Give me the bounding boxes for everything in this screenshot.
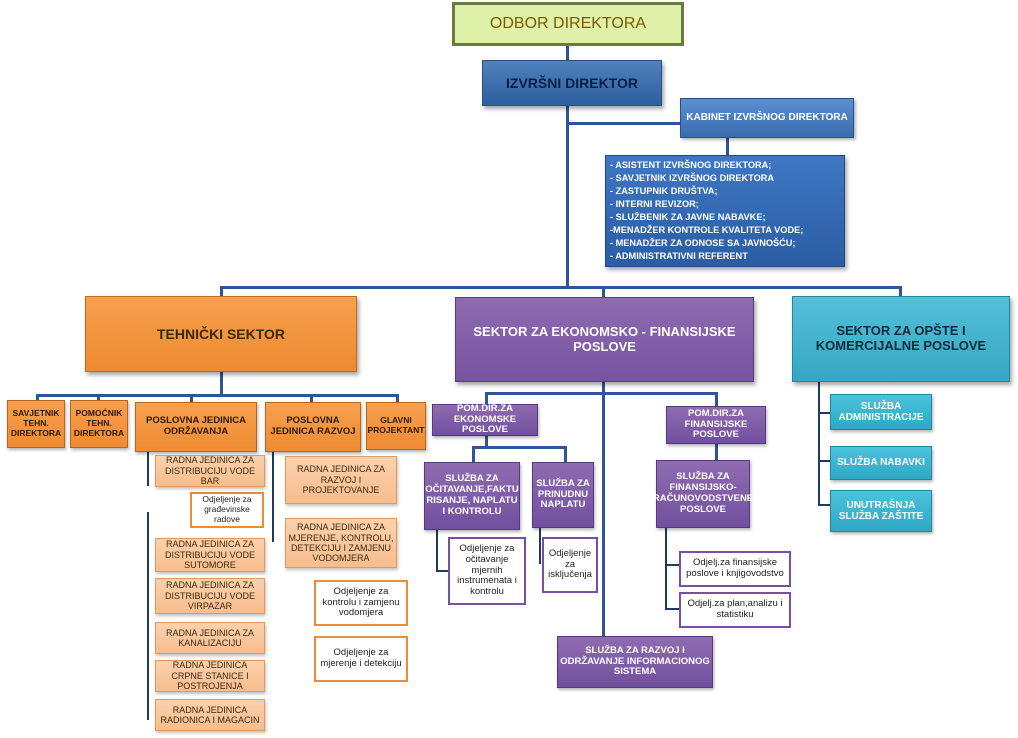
reading-dept-box: Odjeljenje za očitavanje mjernih instrum… — [448, 537, 526, 605]
maint-work-unit: RADNA JEDINICA ZA DISTRIBUCIJU VODE BAR — [155, 455, 265, 487]
maint-work-unit: RADNA JEDINICA CRPNE STANICE I POSTROJEN… — [155, 660, 265, 692]
disconnection-dept-box: Odjeljenje za isključenja — [542, 537, 598, 593]
accounting-dept-box: Odjelj.za finansijske poslove i knjigovo… — [679, 551, 791, 587]
connector — [602, 382, 605, 636]
cabinet-list-item: -MENADŽER KONTROLE KVALITETA VODE; — [610, 225, 804, 235]
connector — [36, 394, 398, 397]
connector — [436, 570, 448, 572]
accounting-service-box: SLUŽBA ZA FINANSIJSKO-RAČUNOVODSTVENE PO… — [653, 460, 753, 528]
connector — [715, 392, 718, 406]
connector — [472, 446, 475, 462]
cabinet-box: KABINET IZVRŠNOG DIREKTORA — [680, 98, 854, 138]
connector — [220, 372, 223, 394]
reading-service-box: SLUŽBA ZA OČITAVANJE,FAKTU RISANJE, NAPL… — [424, 462, 520, 530]
connector — [566, 106, 569, 288]
connector — [726, 138, 729, 155]
tech-assistant-box: POMOĆNIK TEHN. DIREKTORA — [70, 400, 128, 448]
connector — [97, 394, 100, 402]
connector — [899, 286, 902, 296]
cabinet-list-item: - INTERNI REVIZOR; — [610, 199, 699, 209]
connector — [190, 394, 193, 402]
meter-detection-dept-box: Odjeljenje za mjerenje i detekciju — [314, 636, 408, 682]
connector — [602, 286, 605, 297]
connector — [220, 286, 223, 296]
general-sector-box: SEKTOR ZA OPŠTE I KOMERCIJALNE POSLOVE — [792, 296, 1010, 382]
board-of-directors-box: ODBOR DIREKTORA — [452, 2, 684, 46]
economic-sector-box: SEKTOR ZA EKONOMSKO - FINANSIJSKE POSLOV… — [455, 297, 754, 382]
connector — [818, 460, 830, 462]
dev-work-unit: RADNA JEDINICA ZA MJERENJE, KONTROLU, DE… — [285, 518, 397, 568]
connector — [665, 564, 679, 566]
security-service-box: UNUTRAŠNJA SLUŽBA ZAŠTITE — [830, 490, 932, 532]
cabinet-list-item: - SLUŽBENIK ZA JAVNE NABAVKE; — [610, 212, 766, 222]
construction-dept-box: Odjeljenje za građevinske radove — [190, 492, 264, 528]
cabinet-list-item: - ADMINISTRATIVNI REFERENT — [610, 251, 748, 261]
asst-fin-box: POM.DIR.ZA FINANSIJSKE POSLOVE — [666, 406, 766, 444]
forced-collection-box: SLUŽBA ZA PRINUDNU NAPLATU — [532, 462, 594, 528]
procurement-service-box: SLUŽBA NABAVKI — [830, 446, 932, 480]
maint-work-unit: RADNA JEDINICA ZA DISTRIBUCIJU VODE VIRP… — [155, 578, 265, 614]
connector — [539, 528, 541, 564]
development-unit-box: POSLOVNA JEDINICA RAZVOJ — [265, 402, 361, 452]
meter-control-dept-box: Odjeljenje za kontrolu i zamjenu vodomje… — [314, 580, 408, 626]
connector — [272, 452, 274, 542]
chief-designer-box: GLAVNI PROJEKTANT — [366, 402, 426, 450]
connector — [310, 394, 313, 402]
connector — [147, 512, 149, 720]
technical-sector-box: TEHNIČKI SEKTOR — [85, 296, 357, 372]
connector — [818, 412, 830, 414]
maint-work-unit: RADNA JEDINICA ZA DISTRIBUCIJU VODE SUTO… — [155, 538, 265, 572]
planning-dept-box: Odjelj.za plan,analizu i statistiku — [679, 592, 791, 628]
maint-work-unit: RADNA JEDINICA RADIONICA I MAGACIN — [155, 699, 265, 731]
connector — [818, 504, 830, 506]
connector — [564, 446, 567, 462]
connector — [485, 392, 488, 404]
maintenance-unit-box: POSLOVNA JEDINICA ODRŽAVANJA — [135, 402, 257, 452]
tech-advisor-box: SAVJETNIK TEHN. DIREKTORA — [7, 400, 65, 448]
asst-econ-box: POM.DIR.ZA EKONOMSKE POSLOVE — [432, 403, 538, 436]
cabinet-list-item: - ZASTUPNIK DRUŠTVA; — [610, 186, 718, 196]
connector — [566, 46, 569, 60]
executive-director-box: IZVRŠNI DIREKTOR — [482, 60, 662, 106]
connector — [485, 436, 488, 446]
administration-service-box: SLUŽBA ADMINISTRACIJE — [830, 394, 932, 430]
it-service-box: SLUŽBA ZA RAZVOJ I ODRŽAVANJE INFORMACIO… — [557, 636, 713, 688]
connector — [665, 528, 667, 610]
cabinet-list-item: - MENADŽER ZA ODNOSE SA JAVNOŠĆU; — [610, 238, 796, 248]
connector — [36, 394, 39, 402]
connector — [665, 608, 679, 610]
cabinet-list: - ASISTENT IZVRŠNOG DIREKTORA; - SAVJETN… — [605, 155, 845, 267]
cabinet-list-item: - SAVJETNIK IZVRŠNOG DIREKTORA — [610, 173, 775, 183]
connector — [715, 444, 718, 460]
cabinet-list-item: - ASISTENT IZVRŠNOG DIREKTORA; — [610, 160, 772, 170]
connector — [566, 122, 680, 125]
connector — [220, 286, 901, 289]
connector — [485, 392, 718, 395]
connector — [818, 382, 820, 506]
maint-work-unit: RADNA JEDINICA ZA KANALIZACIJU — [155, 622, 265, 654]
dev-work-unit: RADNA JEDINICA ZA RAZVOJ I PROJEKTOVANJE — [285, 456, 397, 504]
connector — [472, 446, 567, 449]
connector — [147, 452, 149, 486]
connector — [396, 394, 399, 402]
connector — [436, 530, 438, 572]
